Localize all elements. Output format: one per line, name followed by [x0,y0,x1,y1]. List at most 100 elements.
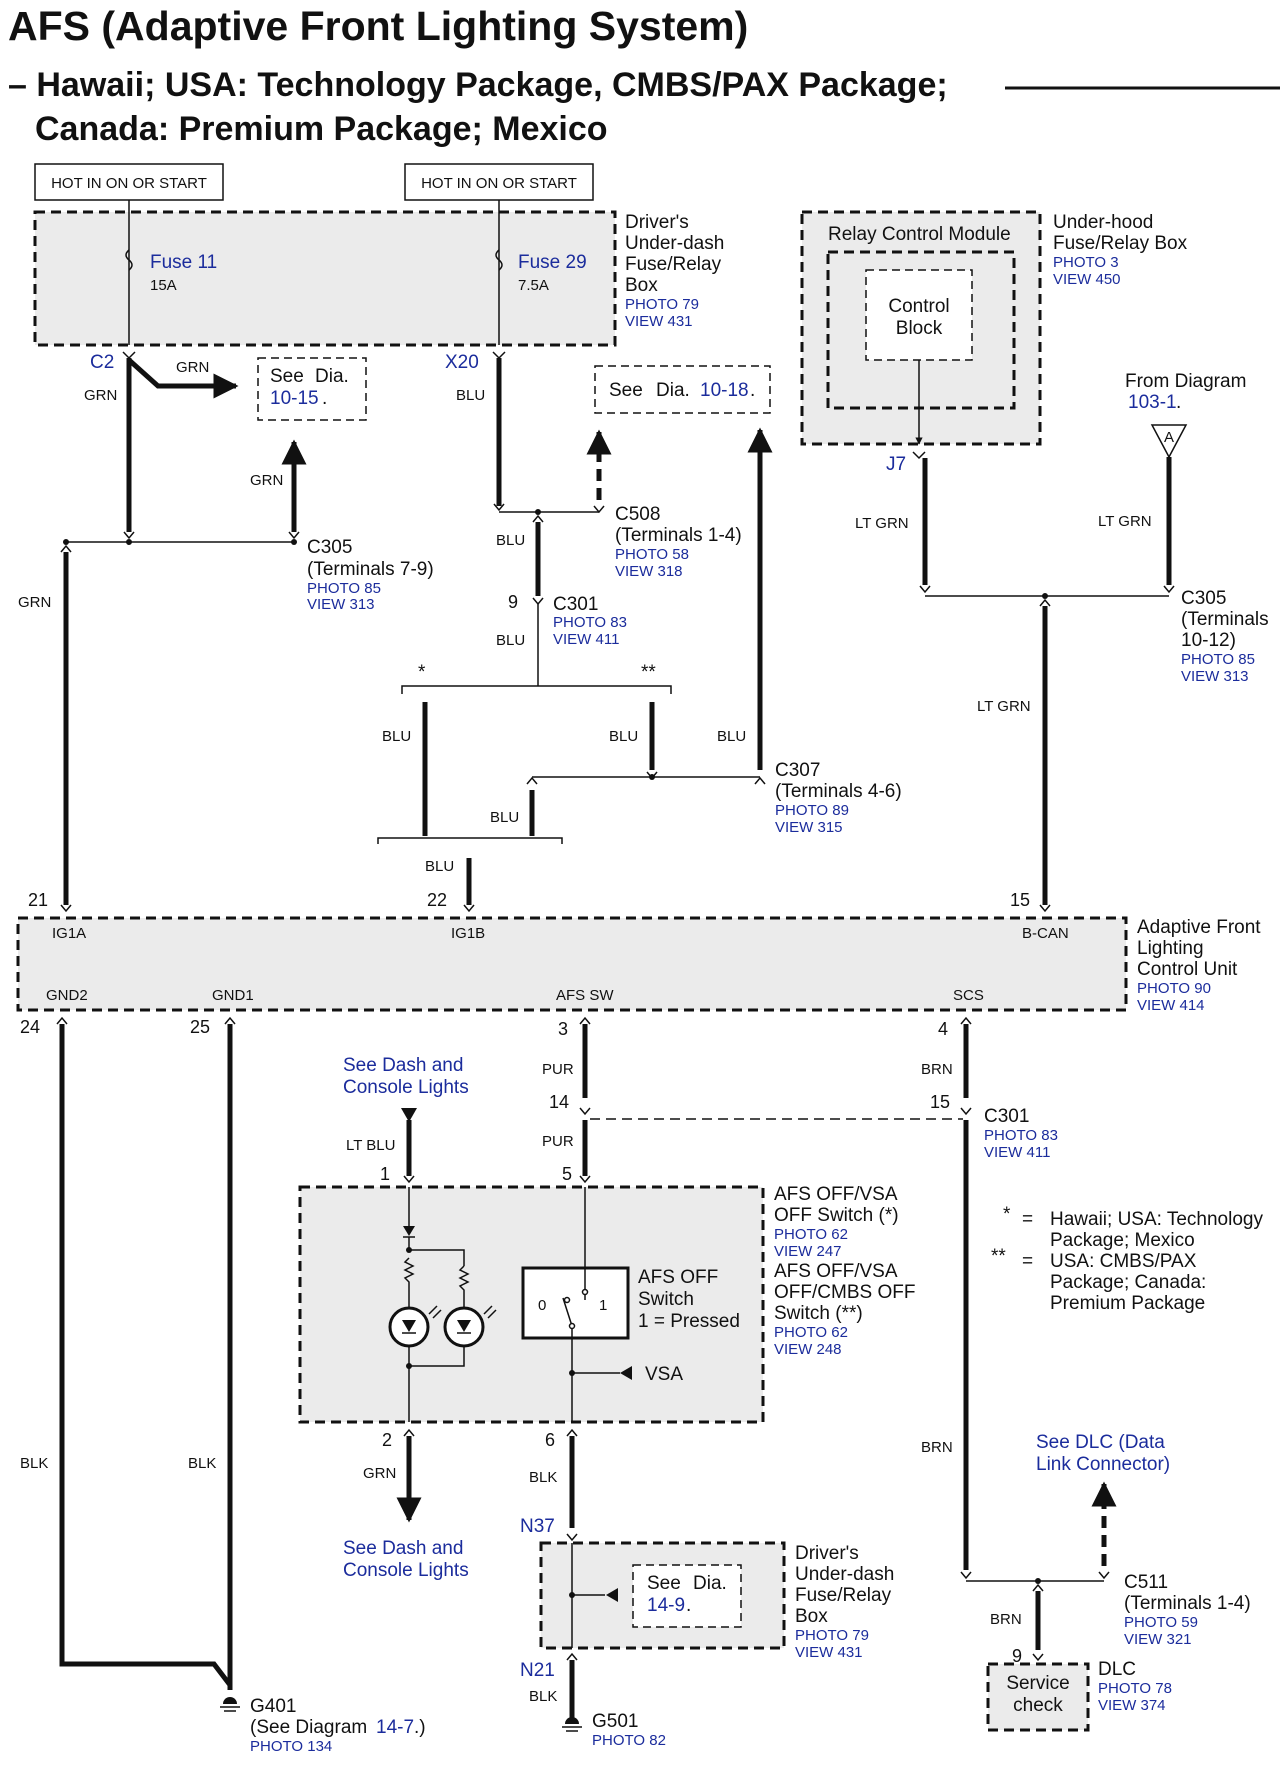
g401-ground-icon [223,1697,237,1704]
fuse-box2-l2: Under-dash [795,1564,894,1585]
switch-a-photo: PHOTO 62 [774,1226,848,1243]
from-diagram-ref: 103-1 [1128,392,1177,413]
afs-off-switch-name-3: 1 = Pressed [638,1311,740,1332]
afs-unit-l3: Control Unit [1137,959,1238,980]
dlc-view: VIEW 374 [1098,1697,1166,1714]
c511-name: C511 [1124,1572,1168,1593]
g401-name: G401 [250,1696,296,1717]
c511-term: (Terminals 1-4) [1124,1593,1251,1614]
switch-pin-6-conn [566,1428,578,1437]
afs-pin-ig1b: IG1B [451,925,485,942]
c307-conn-3 [754,776,766,785]
j7-connector [912,451,926,460]
switch-pivot [568,1322,576,1330]
afs-pin-afssw: AFS SW [556,987,614,1004]
j7-label: J7 [886,454,906,475]
light-rays-1 [428,1305,442,1319]
g501-ground-icon [565,1717,579,1724]
c305a-name: C305 [307,537,352,558]
note-1a: Hawaii; USA: Technology [1050,1209,1263,1230]
fuse-box2-photo: PHOTO 79 [795,1627,869,1644]
pin-21-conn [60,904,72,913]
c305a-photo: PHOTO 85 [307,580,381,597]
afs-pin-scs: SCS [953,987,984,1004]
c301-view: VIEW 411 [553,631,619,648]
afs-off-switch-name-2: Switch [638,1289,694,1310]
note-1b: Package; Mexico [1050,1230,1195,1251]
n37-label: N37 [520,1516,555,1537]
see-dia-149-dot: . [686,1595,691,1616]
wire-label-blk-2: BLK [188,1455,216,1472]
pin-15-conn [1039,904,1051,913]
switch-pos-0: 0 [538,1297,546,1314]
pin-25-conn [224,1016,236,1025]
dlc-photo: PHOTO 78 [1098,1680,1172,1697]
c307-term: (Terminals 4-6) [775,781,902,802]
wire-label-ltgrn-1: LT GRN [855,515,909,532]
c305a-conn-2 [288,531,300,540]
pin-22-conn [463,904,475,913]
wire-blk-gnd2 [59,1024,232,1687]
wire-grn-to-1015 [127,358,239,399]
fuse11-rating: 15A [150,277,177,294]
switch-pin-2: 2 [382,1430,392,1450]
wire-label-blk-1: BLK [20,1455,48,1472]
g401-see: (See Diagram [250,1717,367,1738]
c508-node [535,509,541,515]
ig1b-bracket [377,837,563,844]
wire-label-brn-1: BRN [921,1061,953,1078]
c305b-node [1042,593,1048,599]
hot-label-2: HOT IN ON OR START [421,175,577,192]
wire-label-blu-5: BLU [609,728,638,745]
see-dia-1018-dia: Dia. [656,380,690,401]
switch-a-l1: AFS OFF/VSA [774,1184,898,1205]
note-star-2: ** [991,1246,1006,1267]
switch-contact-mid [563,1296,571,1304]
see-dia-1018-see: See [609,380,643,401]
switch-pin-1: 1 [380,1164,390,1184]
wire-label-blu-3: BLU [496,632,525,649]
c508-name: C508 [615,504,660,525]
control-block-box [865,269,973,361]
wire-label-blu-1: BLU [456,387,485,404]
c511-conn-3 [1032,1583,1044,1592]
c508-conn-1 [493,503,505,512]
node-light-join [406,1363,412,1369]
c301-name: C301 [553,594,598,615]
vsa-arrow [620,1366,632,1380]
switch-b-photo: PHOTO 62 [774,1324,848,1341]
afs-off-switch-name-1: AFS OFF [638,1267,718,1288]
from-diagram-label: From Diagram [1125,371,1246,392]
relay-module-title: Relay Control Module [828,224,1011,245]
g501-photo: PHOTO 82 [592,1732,666,1749]
x20-connector [492,351,506,360]
g401-ref: 14-7 [376,1717,414,1738]
c508-conn-3 [593,505,605,514]
wire-label-blk-3: BLK [529,1469,557,1486]
wire-label-ltblu: LT BLU [346,1137,395,1154]
node-light-branch [406,1247,412,1253]
g501-name: G501 [592,1711,638,1732]
vsa-label: VSA [645,1364,683,1385]
c307-name: C307 [775,760,820,781]
dlc-link-l1: See DLC (Data [1036,1432,1165,1453]
note-2c: Premium Package [1050,1293,1205,1314]
see-dia-1018-box [594,365,771,414]
switch-b-view: VIEW 248 [774,1341,842,1358]
fuse-box-label-4: Box [625,275,658,296]
c2-connector [122,351,136,360]
wire-label-grn-1: GRN [176,359,209,376]
note-star-1: * [1003,1204,1011,1225]
wire-label-grn-5: GRN [363,1465,396,1482]
see-dia-1018-dot: . [750,380,755,401]
pin-3: 3 [558,1019,568,1039]
switch-blade [562,1297,573,1327]
wire-label-brn-2: BRN [921,1439,953,1456]
switch-pin-2-conn [403,1428,415,1437]
from-diagram-triangle [1150,424,1188,459]
switch-pin-6: 6 [545,1430,555,1450]
pin-4: 4 [938,1019,948,1039]
afs-off-switch-box [521,1266,630,1340]
dlc-box [986,1662,1090,1732]
wire-label-blu-8: BLU [425,858,454,875]
